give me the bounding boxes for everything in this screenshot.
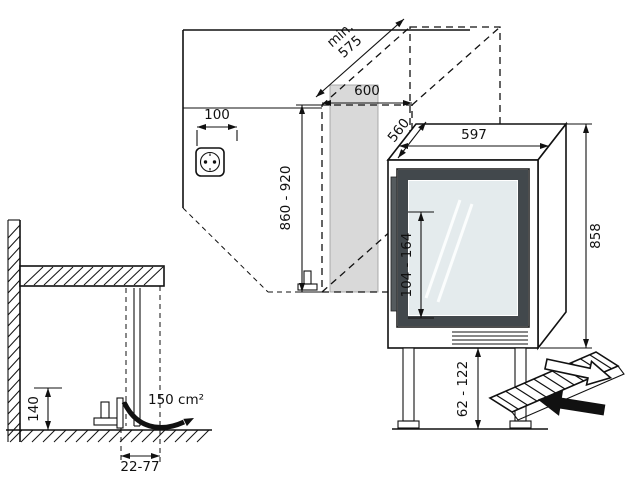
wall-hatch	[7, 224, 21, 437]
wall-distance-label: 22-77	[120, 459, 159, 475]
socket-distance-label: 100	[204, 107, 230, 123]
dim-appliance-height: 858	[540, 123, 604, 349]
vent-height-label: 140	[26, 396, 42, 422]
power-socket-icon	[195, 147, 225, 177]
airflow-curve-arrow-icon	[121, 400, 194, 430]
door-handle	[390, 176, 398, 312]
dim-wall-distance: 22-77	[120, 428, 161, 475]
vent-area-label: 150 cm²	[148, 392, 204, 408]
dim-niche-height: 860 - 920	[278, 104, 322, 293]
dim-floor-clearance: 62 - 122	[455, 348, 481, 429]
dim-vent-height: 140	[26, 387, 62, 430]
floor-clearance-label: 62 - 122	[455, 361, 471, 417]
adjustable-foot-icon	[297, 270, 318, 291]
power-socket-group: 100	[195, 107, 238, 177]
airflow-in-arrow-icon	[537, 390, 606, 416]
plinth-foot-icon	[93, 401, 119, 426]
niche-height-label: 860 - 920	[278, 166, 294, 231]
plinth-vent-slots	[452, 331, 528, 345]
vent-grille-group	[488, 351, 625, 421]
dim-niche-width: 600	[322, 83, 412, 106]
appliance-height-label: 858	[588, 223, 604, 249]
plinth-height-label: 104 - 164	[399, 233, 415, 298]
niche-width-label: 600	[354, 83, 380, 99]
section-view-group: 140 150 cm² 22-77	[6, 219, 212, 475]
glass-door	[390, 168, 530, 328]
counter-hatch	[23, 266, 164, 286]
floor-hatch	[9, 429, 210, 443]
appliance-width-label: 597	[461, 127, 487, 143]
appliance-group	[386, 121, 568, 430]
dim-plinth-height: 104 - 164	[399, 211, 434, 319]
plinth-panel	[116, 397, 124, 429]
airflow-out-arrow-icon	[544, 358, 613, 387]
niche-shading	[329, 84, 379, 293]
